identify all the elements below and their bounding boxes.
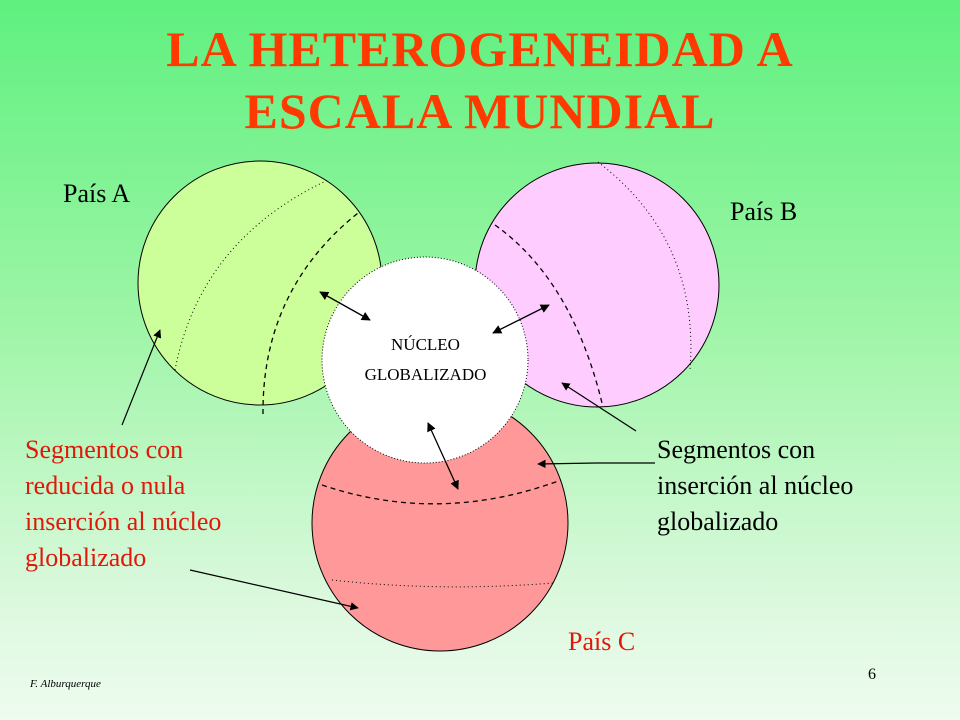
country-c-dashed-segment bbox=[321, 479, 562, 505]
left-note-line-2: reducida o nula bbox=[25, 471, 186, 500]
arrow-core-a bbox=[319, 291, 371, 321]
author-footer: F. Alburquerque bbox=[30, 678, 101, 690]
left-note-line-1: Segmentos con bbox=[25, 435, 184, 464]
pointer-right-to-c bbox=[537, 459, 655, 469]
right-note-line-2: inserción al núcleo bbox=[657, 471, 854, 500]
arrow-core-b bbox=[492, 304, 550, 334]
country-c-label: País C bbox=[568, 627, 636, 656]
left-note: Segmentos con reducida o nula inserción … bbox=[25, 432, 221, 576]
right-note: Segmentos con inserción al núcleo global… bbox=[657, 432, 853, 540]
core-label-line-1: NÚCLEO bbox=[391, 335, 460, 354]
slide-title: LA HETEROGENEIDAD A ESCALA MUNDIAL bbox=[0, 18, 960, 142]
country-b-circle bbox=[474, 161, 720, 408]
pointer-left-to-c bbox=[189, 569, 359, 611]
country-a-dashed-segment bbox=[262, 212, 359, 415]
country-b-dashed-segment bbox=[494, 224, 603, 404]
left-note-line-4: globalizado bbox=[25, 543, 147, 572]
country-a-dotted-segment bbox=[174, 179, 329, 371]
page-number: 6 bbox=[868, 666, 876, 683]
globalized-core-circle bbox=[321, 256, 529, 464]
right-note-line-1: Segmentos con bbox=[657, 435, 816, 464]
country-b-label: País B bbox=[730, 197, 798, 226]
country-a-circle bbox=[137, 160, 383, 415]
title-line-1: LA HETEROGENEIDAD A bbox=[166, 21, 794, 77]
core-label-line-2: GLOBALIZADO bbox=[364, 365, 487, 384]
right-note-line-3: globalizado bbox=[657, 507, 779, 536]
left-note-line-3: inserción al núcleo bbox=[25, 507, 222, 536]
title-line-2: ESCALA MUNDIAL bbox=[244, 83, 716, 139]
arrow-core-c bbox=[427, 422, 459, 490]
pointer-left-to-a bbox=[121, 329, 162, 426]
country-a-label: País A bbox=[63, 179, 131, 208]
pointer-right-to-b bbox=[561, 382, 637, 432]
